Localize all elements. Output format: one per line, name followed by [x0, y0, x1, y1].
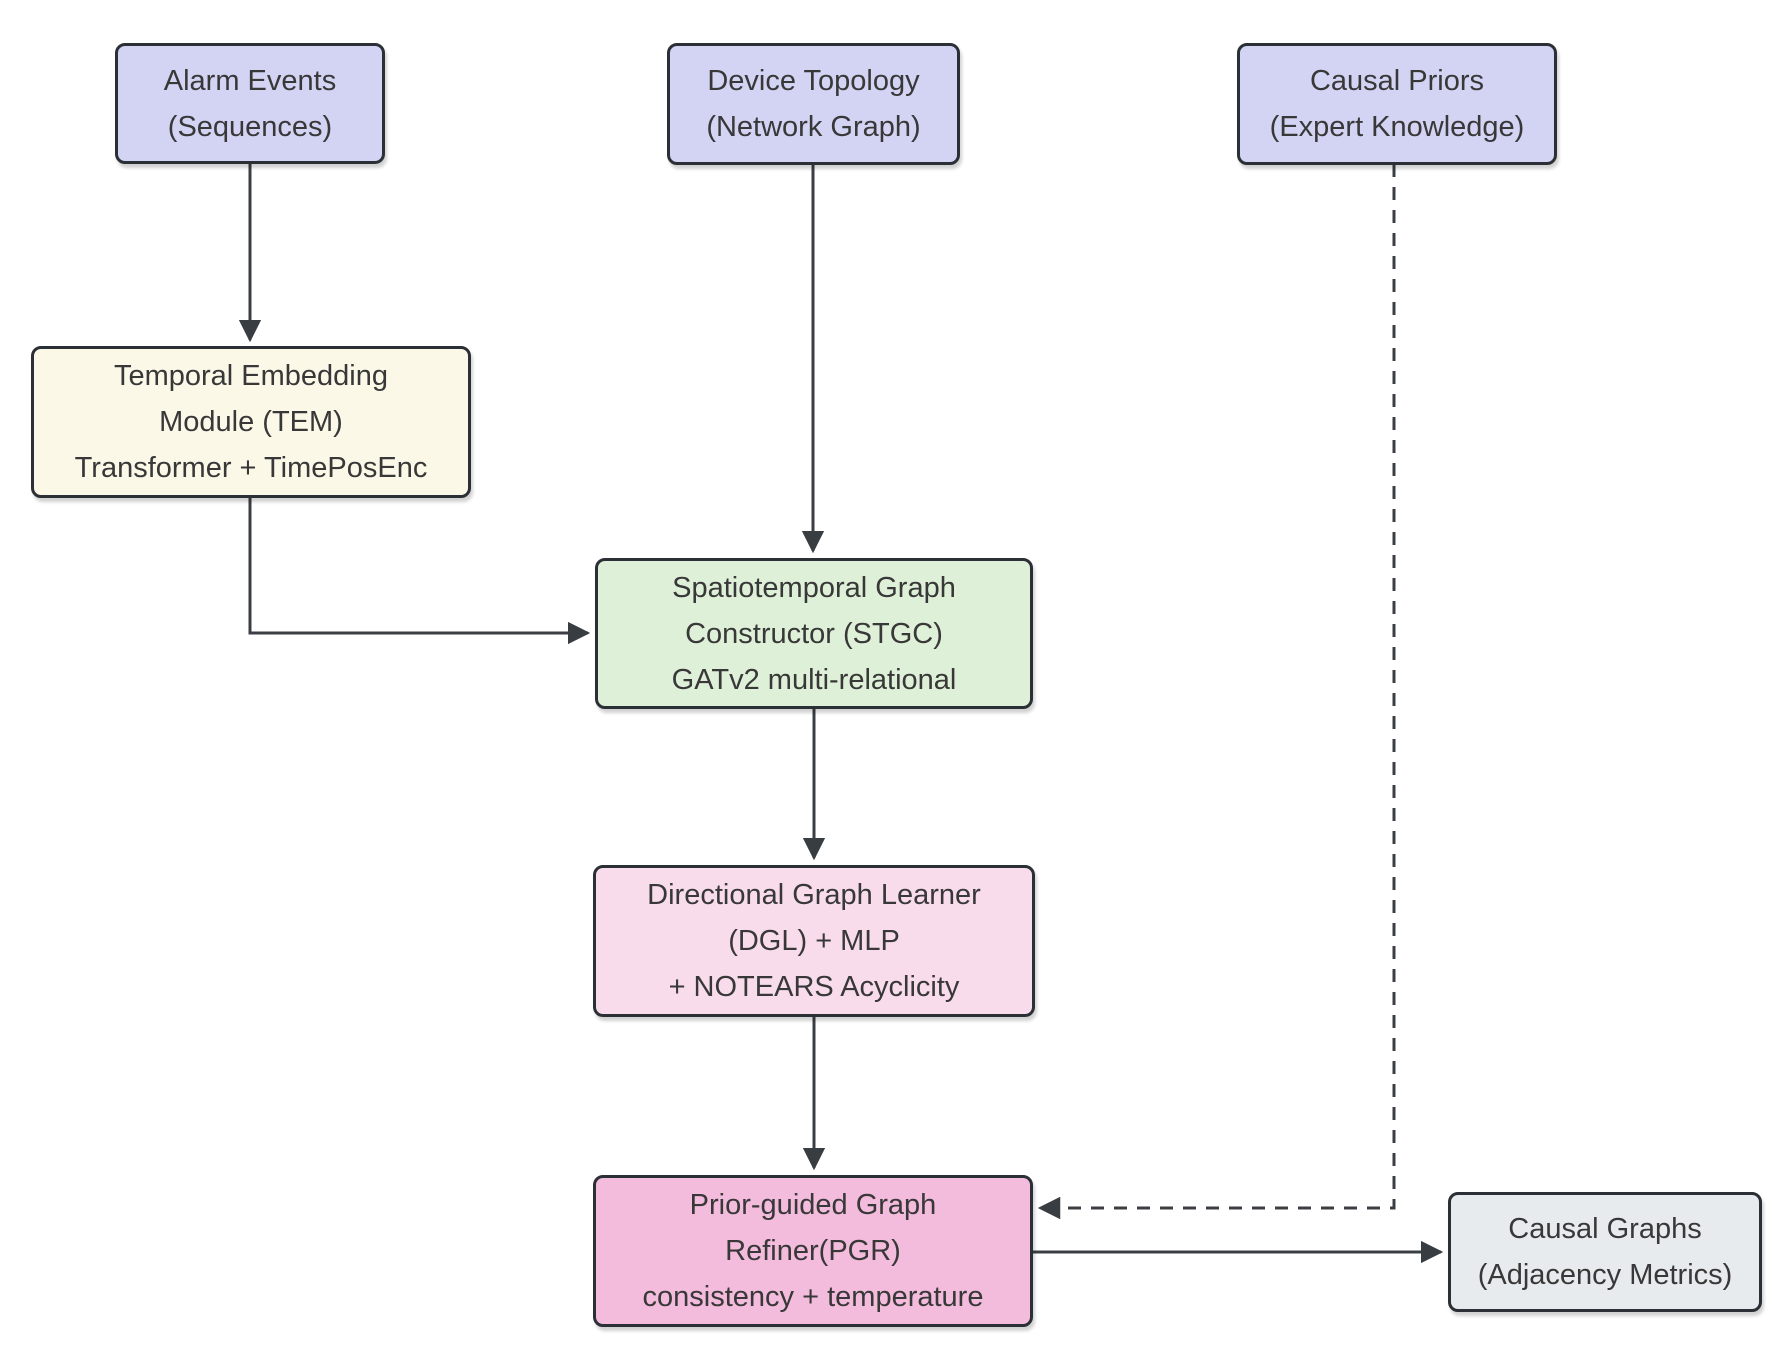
node-label-line: Transformer + TimePosEnc: [74, 452, 428, 484]
node-label-line: Causal Priors: [1309, 65, 1485, 97]
node-causal-graphs: Causal Graphs (Adjacency Metrics): [1448, 1192, 1762, 1312]
node-label-line: GATv2 multi-relational: [671, 663, 957, 696]
node-label-line: Causal Graphs: [1508, 1213, 1702, 1245]
node-label-line: Temporal Embedding: [113, 360, 389, 392]
node-label-line: Spatiotemporal Graph: [672, 571, 956, 604]
node-label-line: Directional Graph Learner: [647, 879, 981, 911]
node-spatiotemporal-graph-constructor: Spatiotemporal Graph Constructor (STGC) …: [595, 558, 1033, 709]
node-label-line: consistency + temperature: [642, 1281, 984, 1313]
node-label-line: + NOTEARS Acyclicity: [668, 971, 960, 1003]
edge-tem-to-stgc: [248, 498, 591, 645]
node-alarm-events: Alarm Events (Sequences): [115, 43, 385, 164]
node-label-line: Constructor (STGC): [685, 617, 943, 650]
node-causal-priors: Causal Priors (Expert Knowledge): [1237, 43, 1557, 165]
node-device-topology: Device Topology (Network Graph): [667, 43, 960, 165]
node-label-line: (Sequences): [167, 110, 333, 143]
node-prior-guided-graph-refiner: Prior-guided Graph Refiner(PGR) consiste…: [593, 1175, 1033, 1327]
edge-causal-priors-to-pgr-dashed: [1037, 164, 1396, 1220]
node-temporal-embedding-module: Temporal Embedding Module (TEM) Transfor…: [31, 346, 471, 498]
node-label-line: Device Topology: [707, 65, 920, 97]
node-label-line: (Adjacency Metrics): [1477, 1259, 1733, 1291]
node-label-line: Alarm Events: [163, 64, 337, 97]
node-label-line: (Network Graph): [706, 111, 921, 143]
node-directional-graph-learner: Directional Graph Learner (DGL) + MLP + …: [593, 865, 1035, 1017]
node-label-line: Refiner(PGR): [725, 1235, 901, 1267]
node-label-line: (DGL) + MLP: [728, 925, 900, 957]
node-label-line: Prior-guided Graph: [689, 1189, 937, 1221]
node-label-line: Module (TEM): [159, 406, 343, 438]
node-label-line: (Expert Knowledge): [1269, 111, 1525, 143]
